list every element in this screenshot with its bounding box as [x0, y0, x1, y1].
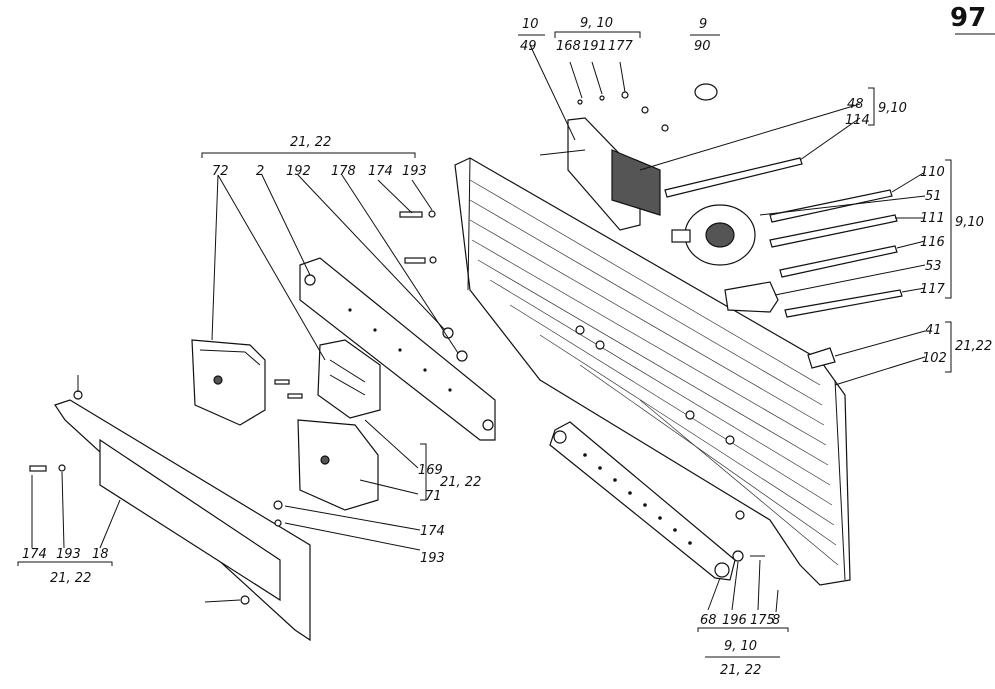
label-111: 111 [920, 211, 945, 226]
label-9-10-bottom: 9, 10 [724, 639, 757, 654]
label-53: 53 [925, 259, 942, 274]
holder-169 [317, 339, 381, 419]
group-brackets [17, 31, 952, 658]
label-21-22-mid: 21, 22 [440, 475, 481, 490]
plug-90 [694, 83, 718, 101]
label-18: 18 [92, 547, 109, 562]
label-114: 114 [845, 113, 870, 128]
connecting-rods [664, 157, 903, 318]
label-177-top: 177 [608, 39, 634, 54]
page-number: 97 [950, 3, 986, 33]
label-9-10-r1: 9,10 [878, 101, 907, 116]
label-175: 175 [750, 613, 775, 628]
label-191: 191 [582, 39, 607, 54]
mounting-strip [549, 421, 765, 581]
label-116: 116 [920, 235, 945, 250]
main-housing [454, 157, 851, 586]
label-21-22-bottom: 21, 22 [720, 663, 761, 678]
label-9-10-top: 9, 10 [580, 16, 613, 31]
label-21-22-bottom-left: 21, 22 [50, 571, 91, 586]
part-labels: 10 49 9, 10 168 191 177 9 90 48 114 9,10… [22, 16, 992, 678]
label-9-10-r2: 9,10 [955, 215, 984, 230]
label-102: 102 [922, 351, 947, 366]
clip-41 [807, 347, 836, 369]
label-71: 71 [425, 489, 442, 504]
label-196: 196 [722, 613, 747, 628]
lamp-71 [297, 419, 379, 511]
small-hardware [29, 210, 468, 527]
label-68: 68 [700, 613, 717, 628]
label-178: 178 [331, 164, 356, 179]
leader-lines [31, 44, 926, 613]
frame-plate [54, 375, 311, 642]
label-9: 9 [699, 17, 707, 32]
label-169: 169 [418, 463, 443, 478]
label-168: 168 [556, 39, 581, 54]
label-21-22-right: 21,22 [955, 339, 992, 354]
bracket-2 [299, 257, 496, 441]
label-8: 8 [772, 613, 780, 628]
label-90: 90 [694, 39, 711, 54]
label-192: 192 [286, 164, 311, 179]
label-48: 48 [847, 97, 864, 112]
label-174-bottom-left: 174 [22, 547, 47, 562]
label-110: 110 [920, 165, 945, 180]
label-193-top: 193 [402, 164, 427, 179]
label-21-22-top: 21, 22 [290, 135, 331, 150]
label-72: 72 [212, 164, 229, 179]
label-10: 10 [522, 17, 539, 32]
motor-51 [671, 204, 756, 266]
lamp-72 [191, 339, 266, 426]
label-2: 2 [256, 164, 264, 179]
label-174-mid: 174 [420, 524, 445, 539]
label-174-top: 174 [368, 164, 393, 179]
label-49: 49 [520, 39, 537, 54]
switch-block [539, 91, 669, 231]
motor-53 [724, 281, 779, 313]
label-193-bottom-left: 193 [56, 547, 81, 562]
label-51: 51 [925, 189, 942, 204]
label-193-mid: 193 [420, 551, 445, 566]
label-117: 117 [920, 282, 946, 297]
label-41: 41 [925, 323, 942, 338]
